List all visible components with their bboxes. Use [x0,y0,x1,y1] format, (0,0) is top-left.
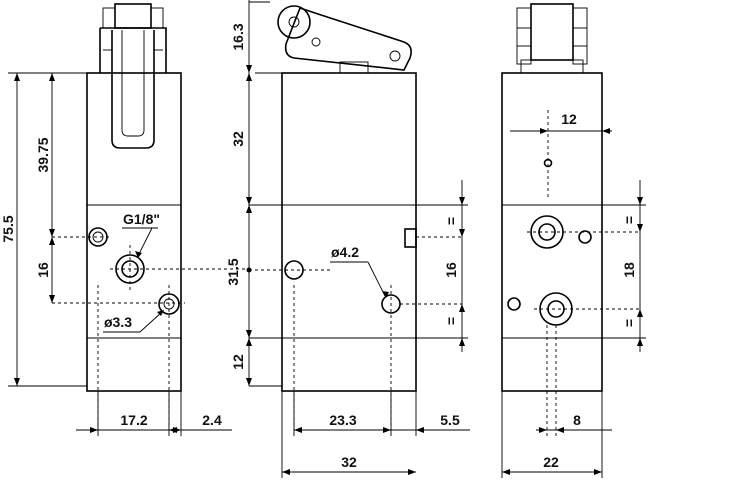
front-label-port: G1/8" [123,211,160,227]
side-dim-upper-block: 32 [230,131,246,147]
side-roller-lever [277,5,412,74]
side-dim-roller-height: 16.3 [230,23,246,50]
side-dim-width-right: 5.5 [440,412,460,428]
right-dim-overall-width: 22 [543,454,559,470]
right-dim-center-offset: 8 [573,412,581,428]
side-dim-overall-width: 32 [341,454,357,470]
front-label-hole: ø3.3 [104,314,132,330]
front-view-body [86,72,182,392]
right-port-lower [539,292,573,326]
side-equal-mark-bottom: = [443,317,459,325]
front-dim-port-spacing: 16 [35,262,51,278]
front-roller-actuator [99,3,167,149]
side-view: 16.3 32 31.5 12 ø4.2 16 = = 23.3 5.5 32 [225,0,470,478]
front-hole-upper [88,227,108,247]
front-view: 75.5 39.75 16 G1/8" ø3.3 17.2 2.4 [0,3,245,436]
side-dim-width-left: 23.3 [329,412,356,428]
right-equal-mark-top: = [621,216,637,224]
front-dim-width-left: 17.2 [120,412,147,428]
side-dim-center-height: 31.5 [225,258,241,285]
front-dim-overall-height: 75.5 [0,215,16,242]
right-roller-actuator [516,3,588,74]
front-dim-upper-height: 39.75 [35,137,51,172]
side-dim-hole-spacing: 16 [443,262,459,278]
side-equal-mark-top: = [443,217,459,225]
right-view: 12 18 = = 8 22 [501,3,646,478]
side-view-body [281,72,417,392]
side-dim-lower-block: 12 [230,354,246,370]
side-label-hole: ø4.2 [331,244,359,260]
right-equal-mark-bottom: = [621,319,637,327]
front-dim-width-right: 2.4 [202,412,222,428]
right-dim-port-spacing: 18 [621,262,637,278]
right-dim-top-offset: 12 [561,111,577,127]
